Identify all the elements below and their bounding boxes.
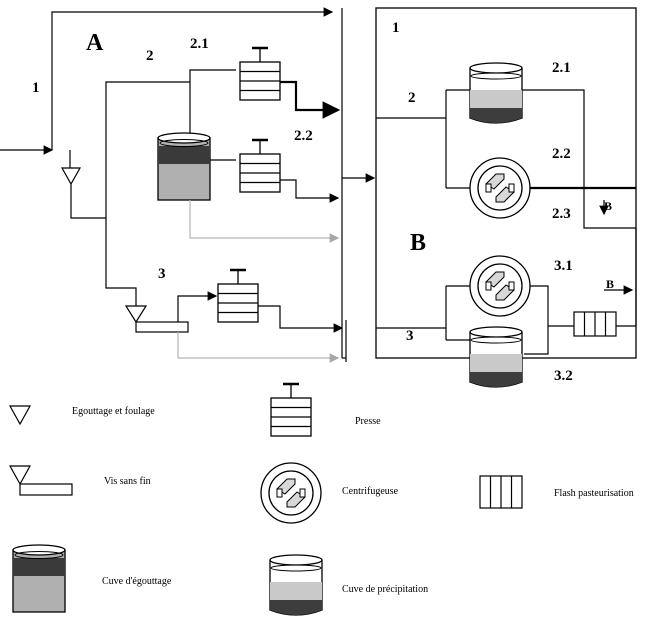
label-b-2-3: 2.3 <box>552 206 571 222</box>
precip-vat-icon <box>469 62 523 124</box>
label-2-1: 2.1 <box>190 36 209 52</box>
label-b-2-1: 2.1 <box>552 60 571 76</box>
panel-b: B 1 2 2.1 2.2 2.3 3.1 3 3.2 B B <box>375 7 637 388</box>
press-icon <box>238 138 282 194</box>
legend-press-icon <box>269 382 313 438</box>
legend-egouttage-icon <box>8 405 32 426</box>
label-3: 3 <box>158 266 166 282</box>
panel-b-title: B <box>410 230 426 256</box>
centrifuge-icon <box>469 157 531 219</box>
label-b-3-2: 3.2 <box>554 368 573 384</box>
label-b-3: 3 <box>406 328 414 344</box>
label-b-arrow-1: B <box>604 199 612 213</box>
label-b-2-2: 2.2 <box>552 146 571 162</box>
legend-centrifuge-icon <box>260 462 322 524</box>
vis-trough <box>135 321 189 333</box>
flow-3-line <box>105 218 137 306</box>
legend-centrifugeuse-label: Centrifugeuse <box>342 486 399 497</box>
legend-vis-trough <box>19 483 73 496</box>
press-icon <box>216 268 260 324</box>
legend-vis-label: Vis sans fin <box>104 476 151 487</box>
flow-1-line <box>51 7 334 150</box>
label-2-2: 2.2 <box>294 128 313 144</box>
panel-a-title: A <box>86 30 104 56</box>
legend-egouttage-label: Egouttage et foulage <box>72 406 155 417</box>
legend-vis-icon <box>8 465 32 486</box>
legend-precip-vat-icon <box>269 554 323 616</box>
label-2: 2 <box>146 48 154 64</box>
drain-vat-icon <box>157 132 211 201</box>
label-b-3-1: 3.1 <box>554 258 573 274</box>
panel-a: A 1 2 2.1 2.2 3 <box>0 7 376 363</box>
egouttage-icon <box>60 167 82 186</box>
label-1: 1 <box>32 80 40 96</box>
precip-vat-icon <box>469 326 523 388</box>
legend-cuve-precipitation-label: Cuve de précipitation <box>342 584 428 595</box>
label-b-arrow-2: B <box>606 277 614 291</box>
legend-presse-label: Presse <box>355 416 381 427</box>
label-b-1: 1 <box>392 20 400 36</box>
legend: Egouttage et foulage Vis sans fin Cuve d… <box>8 382 634 616</box>
flow-2-line <box>105 81 190 218</box>
press-icon <box>238 46 282 102</box>
centrifuge-icon <box>469 255 531 317</box>
vis-icon <box>124 305 148 324</box>
legend-drain-vat-icon <box>12 544 66 613</box>
legend-flash-label: Flash pasteurisation <box>554 488 634 499</box>
legend-cuve-egouttage-label: Cuve d'égouttage <box>102 576 172 587</box>
label-b-2: 2 <box>408 90 416 106</box>
